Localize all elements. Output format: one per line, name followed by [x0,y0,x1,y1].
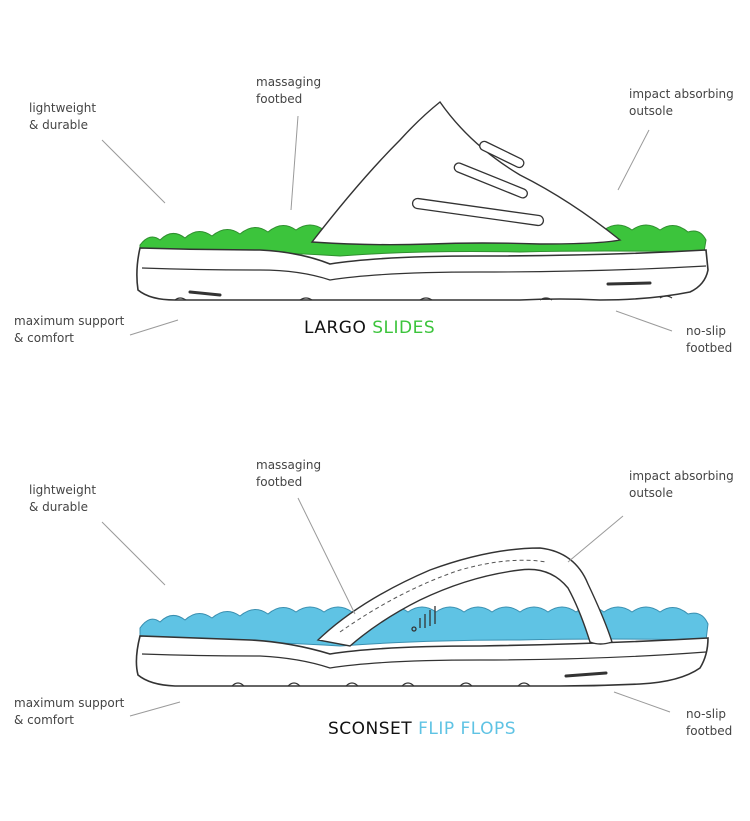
flipflop-callout-impact: impact absorbing outsole [629,469,734,500]
slide-callout-support: maximum support & comfort [14,314,125,345]
flipflop-title-type: FLIP FLOPS [418,719,517,739]
flipflop-callout-massaging: massaging footbed [256,458,322,489]
slide-sole-line [141,265,707,281]
slide-title-type: SLIDES [372,318,436,338]
slide-callout-massaging: massaging footbed [256,75,322,106]
flipflop-product-title: SCONSET FLIP FLOPS [328,719,516,739]
slide-strap-slot-3 [411,197,545,227]
flipflop-logo-bars [411,606,436,632]
flipflop-leader-lines [101,497,671,717]
flipflop-illustration [101,497,709,717]
slide-heel-mark [188,290,222,297]
flipflop-sole-tread [231,682,531,687]
flipflop-strap [316,547,613,647]
flipflop-callout-noslip: no-slip footbed [686,707,733,738]
slide-toe-mark [606,281,652,286]
slide-callout-lightweight: lightweight & durable [29,101,97,132]
slide-sole [136,247,709,301]
slide-title-brand: LARGO [304,318,367,338]
flipflop-callout-support: maximum support & comfort [14,696,125,727]
slide-leader-lines [101,115,673,336]
flipflop-strap-stitch [339,559,547,633]
slide-sole-tread [174,295,673,301]
flipflop-sole-line [141,651,707,669]
slide-strap-slot-1 [479,140,525,169]
slide-strap-slot-2 [453,162,528,199]
slide-callout-impact: impact absorbing outsole [629,87,734,118]
flipflop-callout-lightweight: lightweight & durable [29,483,97,514]
flipflop-title-brand: SCONSET [328,719,413,739]
slide-callout-noslip: no-slip footbed [686,324,733,355]
slide-illustration [101,100,709,336]
slide-product-title: LARGO SLIDES [304,318,435,338]
flipflop-toe-mark [564,671,608,678]
flipflop-footbed-blue [139,606,709,647]
